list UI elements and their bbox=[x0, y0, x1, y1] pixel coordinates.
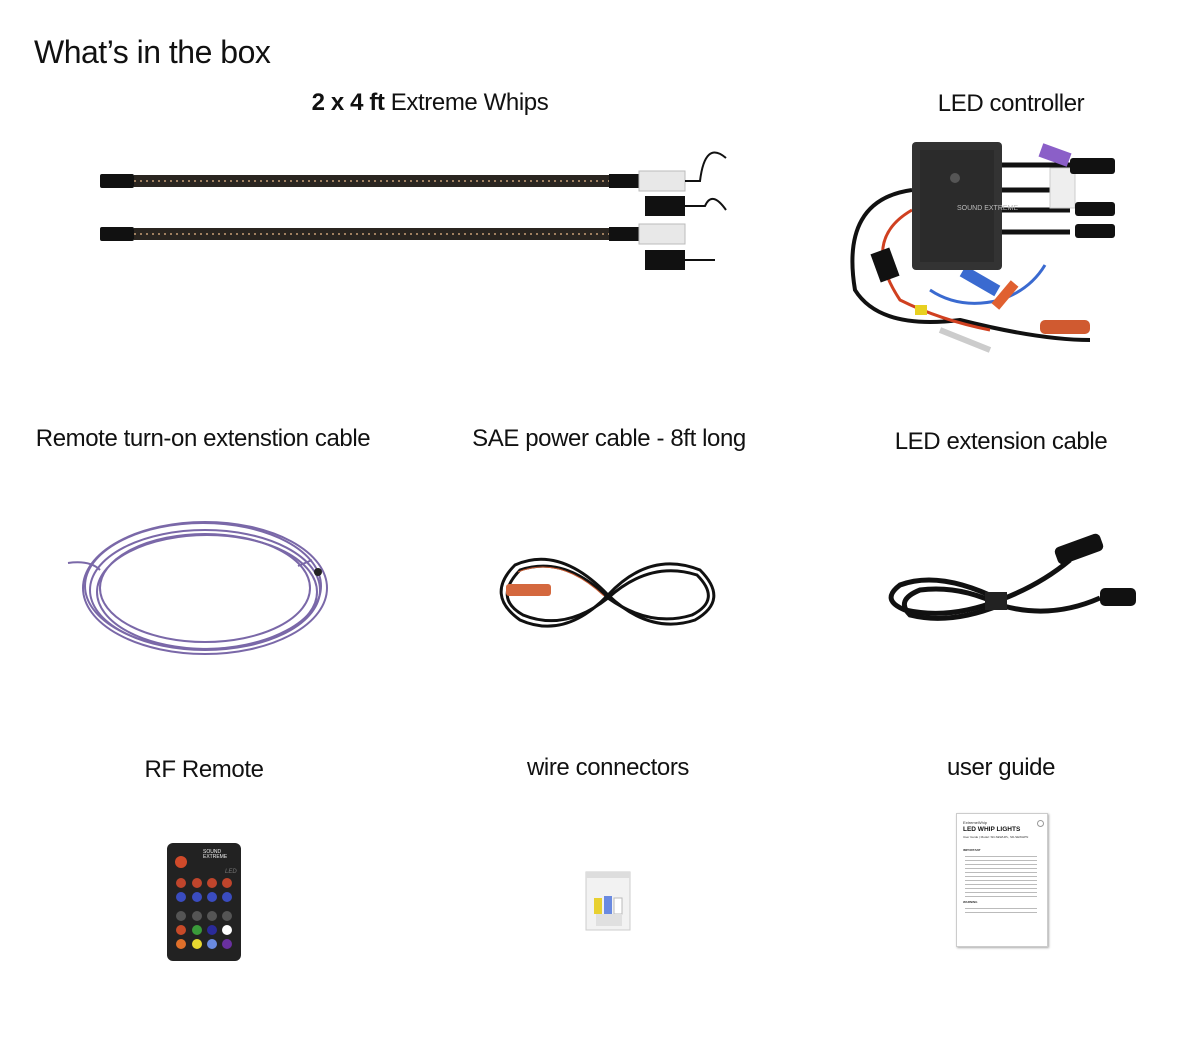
guide-brand: ExtremeWhip bbox=[963, 820, 988, 825]
user-guide-image: ExtremeWhip LED WHIP LIGHTS User Guide |… bbox=[956, 813, 1048, 947]
remote-led-text: LED bbox=[225, 869, 237, 875]
controller-brand: SOUND EXTREME bbox=[957, 205, 1018, 212]
guide-heading: LED WHIP LIGHTS bbox=[963, 826, 1021, 833]
whip-2 bbox=[100, 223, 715, 270]
item-label-led-extension: LED extension cable bbox=[894, 428, 1108, 455]
turn-on-cable-image bbox=[67, 521, 328, 655]
item-label-rf-remote: RF Remote bbox=[144, 756, 264, 783]
wire-connectors-image bbox=[585, 871, 631, 931]
guide-logo-icon bbox=[1037, 820, 1044, 827]
guide-warning-lines bbox=[965, 906, 1037, 916]
remote-power-button bbox=[175, 856, 187, 868]
page-title: What’s in the box bbox=[34, 34, 271, 70]
guide-section-warning: WARNING bbox=[963, 900, 978, 904]
remote-buttons bbox=[176, 878, 232, 949]
item-label-whips: 2 x 4 ft Extreme Whips bbox=[312, 89, 549, 117]
whips-label: Extreme Whips bbox=[390, 89, 549, 116]
whips-image bbox=[100, 151, 727, 270]
remote-brand: SOUND EXTREME bbox=[203, 849, 228, 860]
guide-text-lines bbox=[965, 854, 1037, 898]
rf-remote-image: SOUND EXTREME LED bbox=[167, 843, 241, 961]
guide-subtitle: User Guide | Model: SD-SEWHPL, SD-SEWHPN bbox=[963, 835, 1029, 839]
whip-1 bbox=[100, 151, 727, 216]
item-label-wire-connectors: wire connectors bbox=[526, 754, 690, 781]
sae-cable-image bbox=[499, 557, 716, 628]
item-label-sae-cable: SAE power cable - 8ft long bbox=[472, 425, 746, 452]
guide-section-important: IMPORTANT bbox=[963, 848, 981, 852]
led-controller-image: SOUND EXTREME bbox=[850, 142, 1115, 353]
led-extension-cable-image bbox=[888, 533, 1136, 621]
item-label-turn-on-cable: Remote turn-on extenstion cable bbox=[35, 425, 371, 452]
whips-qty: 2 x 4 ft bbox=[311, 89, 385, 116]
item-label-controller: LED controller bbox=[937, 90, 1085, 117]
item-label-user-guide: user guide bbox=[946, 754, 1056, 781]
